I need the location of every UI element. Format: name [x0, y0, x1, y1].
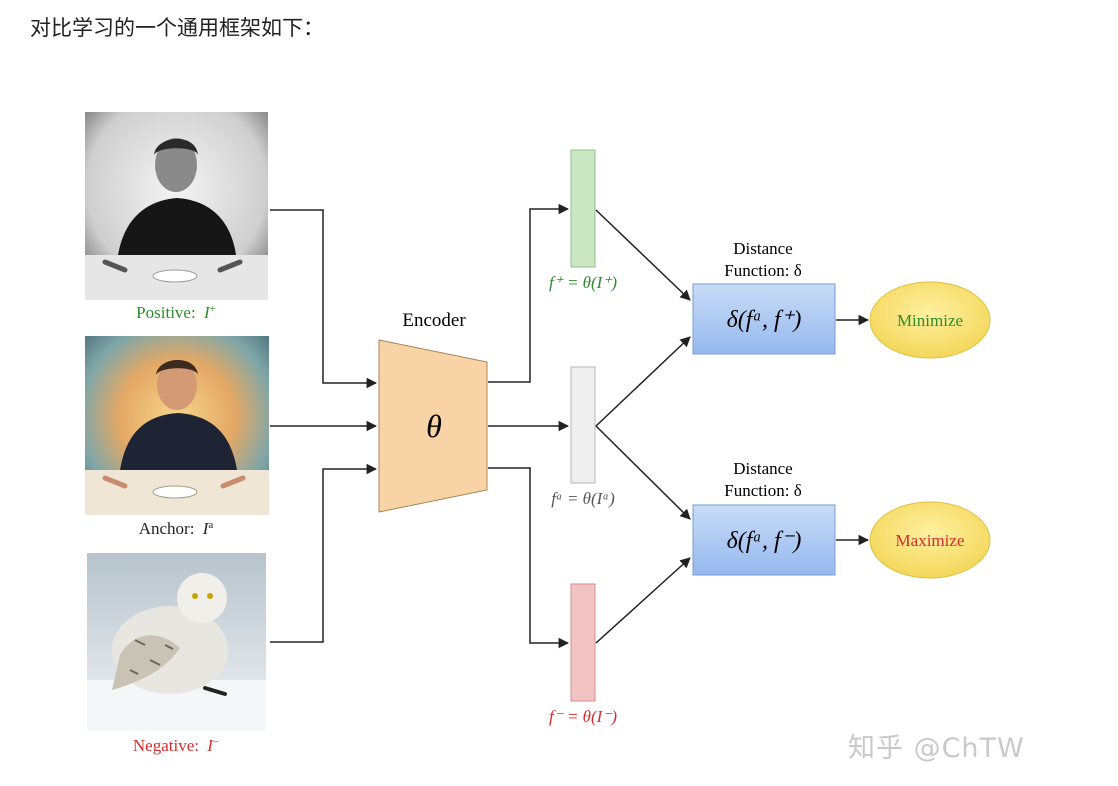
positive-label: Positive: I+ [136, 303, 216, 322]
distance-bottom-title-line1: Distance [733, 459, 792, 478]
distance-top-title-line1: Distance [733, 239, 792, 258]
encoder-shape [378, 339, 488, 513]
maximize-oval [869, 501, 991, 579]
input-arrows [270, 209, 378, 643]
objective-arrows [836, 314, 870, 546]
anchor-label: Anchor: Ia [139, 519, 214, 538]
distance-arrows [595, 209, 691, 644]
negative-feature-formula: f⁻ = θ(I⁻) [549, 707, 617, 726]
distance-box-negative [692, 504, 836, 576]
anchor-feature-vector [570, 366, 596, 484]
negative-label: Negative: I− [133, 736, 219, 755]
distance-formula-negative: δ(fᵃ, f⁻) [727, 528, 802, 554]
negative-image [87, 553, 266, 731]
negative-feature-vector [570, 583, 596, 702]
page-heading: 对比学习的一个通用框架如下： [30, 16, 324, 40]
feature-arrows [488, 203, 570, 649]
anchor-image [85, 336, 269, 515]
positive-feature-vector [570, 149, 596, 268]
positive-image [85, 112, 268, 300]
distance-box-positive [692, 283, 836, 355]
anchor-feature-formula: fᵃ = θ(Iᵃ) [551, 489, 615, 508]
minimize-oval [869, 281, 991, 359]
watermark: 知乎 @ChTW [848, 733, 1025, 764]
distance-bottom-title-line2: Function: δ [724, 481, 801, 500]
distance-formula-positive: δ(fᵃ, f⁺) [727, 307, 802, 333]
encoder-title: Encoder [402, 310, 466, 331]
positive-feature-formula: f⁺ = θ(I⁺) [549, 273, 617, 292]
encoder-theta: θ [426, 408, 442, 444]
minimize-label: Minimize [897, 311, 963, 330]
distance-top-title-line2: Function: δ [724, 261, 801, 280]
maximize-label: Maximize [896, 531, 965, 550]
